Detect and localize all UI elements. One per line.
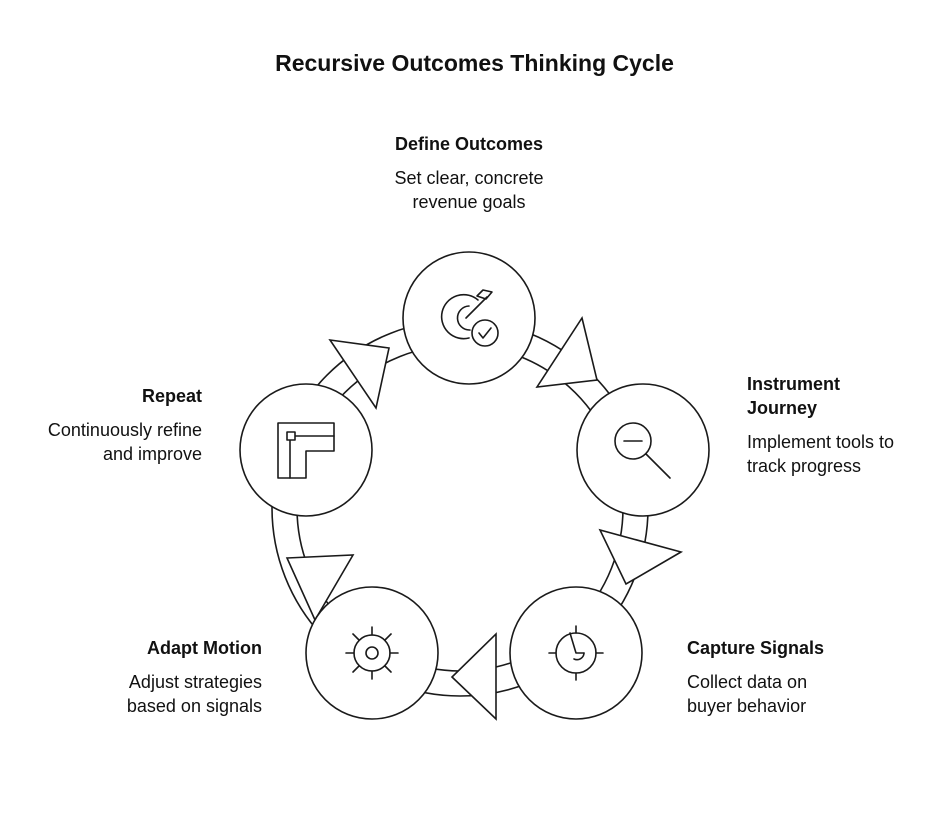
magnifier-icon — [614, 422, 671, 479]
step-description: Continuously refine and improve — [47, 420, 202, 464]
arrow-repeat-to-define — [328, 338, 390, 410]
arrow-define-to-instrument — [535, 316, 598, 388]
step-heading: Instrument Journey — [747, 374, 841, 418]
step-circle-adapt-motion — [305, 586, 439, 720]
arrow-adapt-to-repeat — [285, 554, 355, 622]
step-repeat: Repeat Continuously refine and improve — [22, 384, 202, 466]
step-description: Adjust strategies based on signals — [126, 672, 262, 716]
step-heading: Repeat — [141, 386, 202, 406]
radar-icon — [548, 625, 604, 681]
step-heading: Define Outcomes — [394, 134, 544, 154]
step-adapt-motion: Adapt Motion Adjust strategies based on … — [100, 636, 262, 718]
sun-gear-icon — [345, 626, 399, 680]
step-heading: Capture Signals — [687, 638, 825, 658]
step-heading: Adapt Motion — [147, 638, 262, 658]
diagram-title: Recursive Outcomes Thinking Cycle — [275, 50, 674, 76]
pipe-loop-icon — [277, 422, 335, 479]
arrow-instrument-to-capture — [598, 528, 684, 586]
step-define-outcomes: Define Outcomes Set clear, concrete reve… — [359, 132, 579, 214]
step-capture-signals: Capture Signals Collect data on buyer be… — [687, 636, 847, 718]
arrow-capture-to-adapt — [450, 632, 497, 721]
step-circle-repeat — [239, 383, 373, 517]
target-check-icon — [440, 289, 499, 347]
step-description: Implement tools to track progress — [747, 432, 895, 476]
step-circle-instrument-journey — [576, 383, 710, 517]
step-circle-define-outcomes — [402, 251, 536, 385]
step-description: Collect data on buyer behavior — [687, 672, 808, 716]
step-description: Set clear, concrete revenue goals — [394, 168, 544, 212]
step-instrument-journey: Instrument Journey Implement tools to tr… — [747, 372, 927, 478]
